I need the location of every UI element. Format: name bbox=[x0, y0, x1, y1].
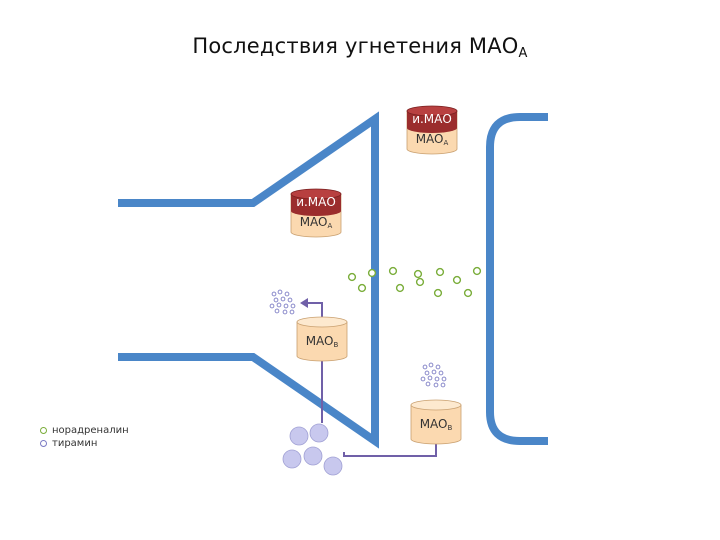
metabolite-dot bbox=[434, 376, 440, 382]
enzyme-subscript: A bbox=[444, 139, 449, 147]
tyramine-vesicle bbox=[323, 456, 343, 476]
metabolite-dot bbox=[273, 297, 279, 303]
diagram-title: Последствия угнетения МАОA bbox=[0, 34, 720, 61]
noradrenaline-molecules bbox=[347, 266, 482, 298]
noradrenaline-molecule bbox=[347, 272, 357, 282]
noradrenaline-molecule bbox=[415, 277, 425, 287]
metabolite-dot bbox=[276, 302, 282, 308]
inhibitor-cap bbox=[406, 105, 458, 117]
title-text: Последствия угнетения МАО bbox=[192, 34, 519, 58]
metabolite-dot bbox=[433, 382, 439, 388]
enzyme-subscript: B bbox=[447, 424, 452, 432]
tyramine-vesicle bbox=[303, 446, 323, 466]
legend-label: тирамин bbox=[52, 438, 98, 449]
metabolite-dot bbox=[424, 370, 430, 376]
noradrenaline-molecule bbox=[395, 283, 405, 293]
tyramine-vesicle bbox=[309, 423, 329, 443]
cylinder-cap bbox=[296, 316, 348, 328]
enzyme-label: MAOB bbox=[306, 334, 339, 349]
legend-item-noradrenaline: норадреналин bbox=[40, 424, 129, 437]
inhibitor-band bbox=[407, 111, 457, 133]
metabolite-dot bbox=[422, 364, 428, 370]
inhibitor-cap bbox=[290, 188, 342, 200]
metabolite-dot bbox=[287, 297, 293, 303]
metabolite-dot bbox=[431, 369, 437, 375]
cylinder-cap bbox=[410, 399, 462, 411]
metabolite-dot bbox=[289, 309, 295, 315]
noradrenaline-molecule bbox=[452, 275, 462, 285]
metabolite-dot bbox=[290, 303, 296, 309]
mao-b-cylinder-presynaptic: MAOB bbox=[296, 316, 348, 362]
tyramine-vesicle bbox=[282, 449, 302, 469]
enzyme-label: MAOA bbox=[416, 132, 449, 147]
noradrenaline-molecule bbox=[367, 268, 377, 278]
metabolite-dot bbox=[435, 364, 441, 370]
enzyme-subscript: A bbox=[328, 222, 333, 230]
noradrenaline-molecule bbox=[463, 288, 473, 298]
metabolite-cluster-presynaptic bbox=[269, 289, 296, 315]
metabolite-dot bbox=[283, 303, 289, 309]
metabolite-dot bbox=[280, 296, 286, 302]
metabolite-dot bbox=[427, 375, 433, 381]
metabolite-dot bbox=[269, 303, 275, 309]
metabolite-dot bbox=[282, 309, 288, 315]
legend-label: норадреналин bbox=[52, 425, 129, 436]
metabolite-dot bbox=[284, 291, 290, 297]
legend-dot bbox=[40, 427, 47, 434]
metabolite-cluster-postsynaptic bbox=[420, 362, 447, 388]
imao-mao-a-cylinder-top: и.МАО MAOA bbox=[406, 105, 458, 155]
metabolite-dot bbox=[277, 289, 283, 295]
metabolite-dot bbox=[438, 370, 444, 376]
title-subscript: A bbox=[518, 46, 528, 61]
noradrenaline-molecule bbox=[357, 283, 367, 293]
legend-dot bbox=[40, 440, 47, 447]
metabolite-dot bbox=[271, 291, 277, 297]
noradrenaline-molecule bbox=[388, 266, 398, 276]
mao-b-cylinder-postsynaptic: MAOB bbox=[410, 399, 462, 445]
metabolite-dot bbox=[274, 308, 280, 314]
tyramine-vesicles bbox=[282, 423, 343, 476]
inhibitor-band bbox=[291, 194, 341, 216]
legend: норадреналин тирамин bbox=[40, 424, 129, 450]
metabolite-dot bbox=[441, 376, 447, 382]
cylinder-body bbox=[296, 321, 348, 362]
postsynaptic-membrane bbox=[486, 113, 548, 445]
imao-mao-a-cylinder-middle: и.МАО MAOA bbox=[290, 188, 342, 238]
metabolite-dot bbox=[425, 381, 431, 387]
noradrenaline-molecule bbox=[435, 267, 445, 277]
noradrenaline-molecule bbox=[413, 269, 423, 279]
enzyme-label: MAOB bbox=[420, 417, 453, 432]
enzyme-label: MAOA bbox=[300, 215, 333, 230]
inhibitor-label: и.МАО bbox=[296, 195, 336, 209]
metabolite-dot bbox=[428, 362, 434, 368]
enzyme-subscript: B bbox=[333, 341, 338, 349]
metabolite-dot bbox=[440, 382, 446, 388]
cylinder-body bbox=[410, 404, 462, 445]
tyramine-vesicle bbox=[289, 426, 309, 446]
metabolite-dot bbox=[420, 376, 426, 382]
inhibitor-label: и.МАО bbox=[412, 112, 452, 126]
legend-item-tyramine: тирамин bbox=[40, 437, 129, 450]
noradrenaline-molecule bbox=[472, 266, 482, 276]
presynaptic-membrane bbox=[118, 111, 379, 449]
noradrenaline-molecule bbox=[433, 288, 443, 298]
